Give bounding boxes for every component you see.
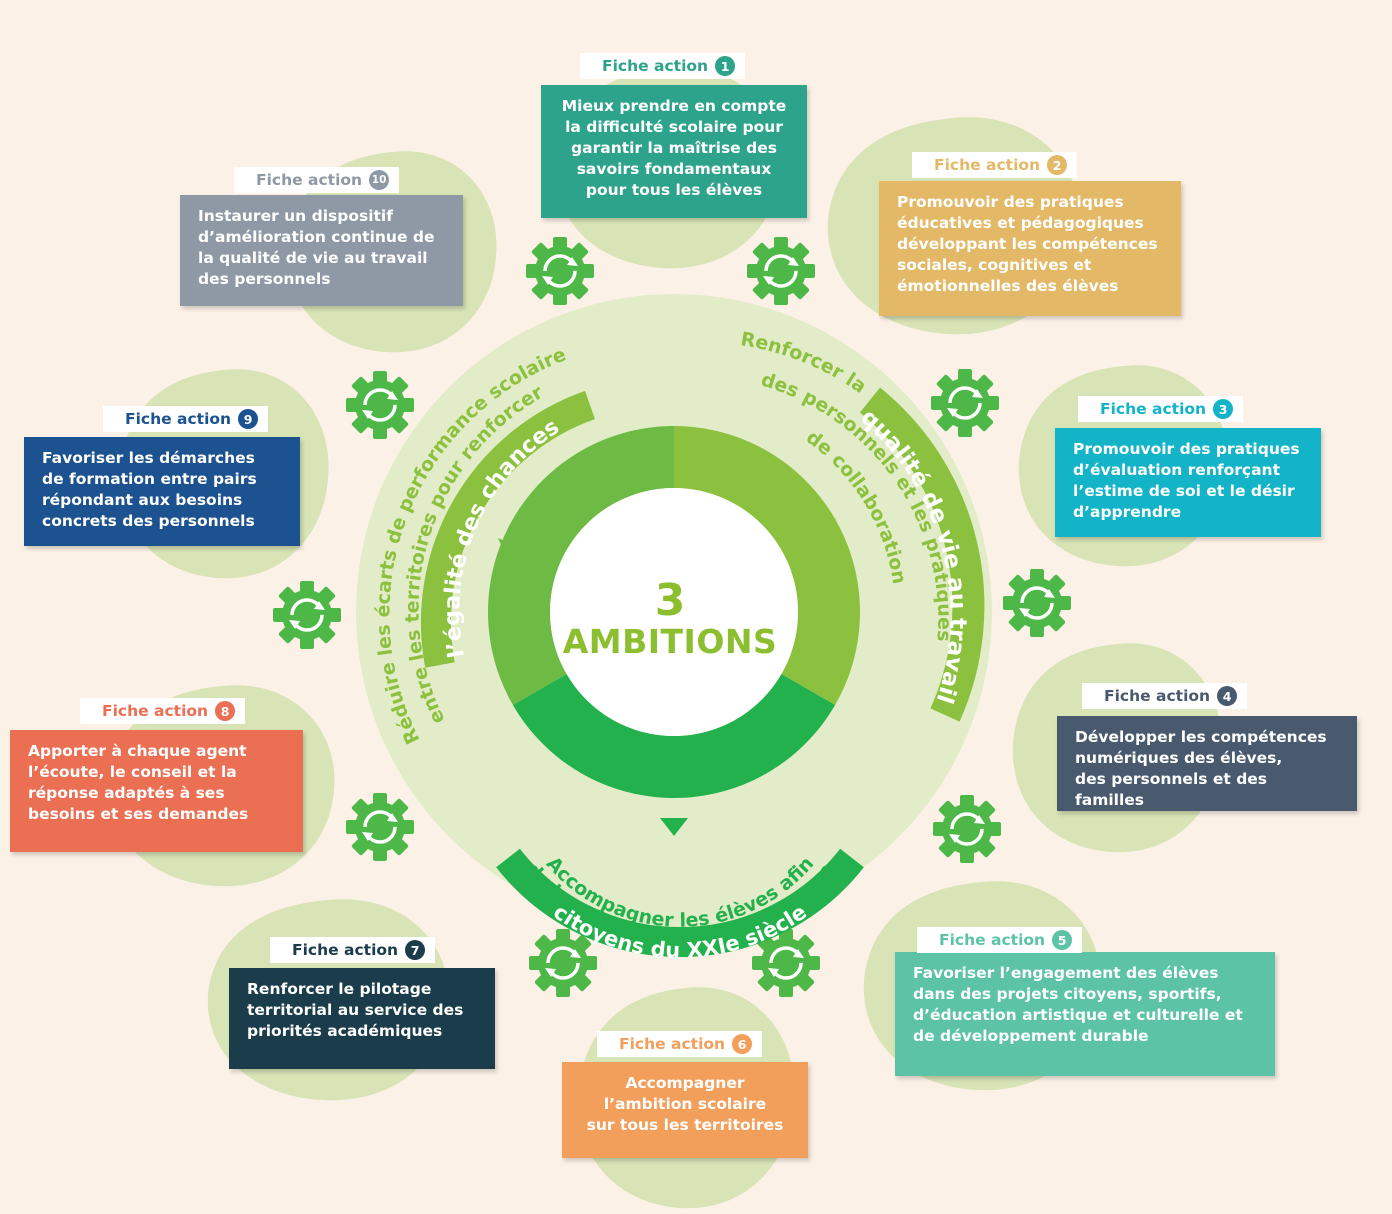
fiche-number-badge: 2	[1047, 155, 1068, 175]
fiche-box-4: Développer les compétences numériques des…	[1057, 716, 1357, 811]
fiche-tag-label: Fiche action	[1104, 687, 1211, 705]
fiche-text-line: des personnels	[198, 270, 331, 288]
fiche-number-badge: 3	[1213, 399, 1234, 419]
fiche-text-line: de formation entre pairs	[42, 470, 257, 488]
fiche-box-2: Promouvoir des pratiques éducatives et pé…	[879, 181, 1181, 316]
fiche-text-line: la qualité de vie au travail	[198, 249, 428, 267]
fiche-text-line: réponse adaptés à ses	[28, 784, 225, 802]
gear-icon	[346, 371, 414, 439]
fiche-text-line: la difficulté scolaire pour	[565, 118, 783, 136]
fiche-text-line: savoirs fondamentaux	[576, 160, 772, 178]
segment-right	[674, 426, 860, 705]
fiche-text-line: d’évaluation renforçant	[1073, 461, 1280, 479]
gear-icon	[752, 929, 820, 997]
fiche-text-line: Développer les compétences	[1075, 728, 1327, 746]
fiche-box-10: Instaurer un dispositif d’amélioration co…	[180, 195, 463, 306]
fiche-text-line: développant les compétences	[897, 235, 1158, 253]
fiche-number-badge: 4	[1217, 686, 1238, 706]
fiche-text-line: numériques des élèves,	[1075, 749, 1283, 767]
fiche-text-line: concrets des personnels	[42, 512, 255, 530]
segment-left	[487, 426, 674, 705]
gear-icon	[273, 581, 341, 649]
center-label: AMBITIONS	[562, 622, 778, 661]
gear-icon	[931, 369, 999, 437]
fiche-text-line: l’ambition scolaire	[603, 1095, 767, 1113]
fiche-tag-2: Fiche action 2	[912, 152, 1078, 178]
segment-pointer	[660, 818, 688, 836]
fiche-tag-9: Fiche action 9	[103, 406, 269, 432]
fiche-text-line: dans des projets citoyens, sportifs,	[913, 985, 1222, 1003]
fiche-text-line: Favoriser l’engagement des élèves	[913, 964, 1219, 982]
fiche-text-line: Promouvoir des pratiques	[897, 193, 1124, 211]
fiche-text-line: Apporter à chaque agent	[28, 742, 247, 760]
fiche-text-line: d’éducation artistique et culturelle et	[913, 1006, 1243, 1024]
fiche-number-badge: 8	[215, 701, 236, 721]
fiche-text-line: des personnels et des familles	[1075, 770, 1268, 809]
fiche-box-3: Promouvoir des pratiques d’évaluation ren…	[1055, 428, 1321, 537]
gear-icon	[1003, 569, 1071, 637]
fiche-tag-label: Fiche action	[934, 156, 1041, 174]
fiche-tag-label: Fiche action	[292, 941, 399, 959]
fiche-text-line: d’apprendre	[1073, 503, 1182, 521]
gear-icon	[747, 237, 815, 305]
fiche-tag-10: Fiche action 10	[234, 167, 400, 193]
fiche-box-7: Renforcer le pilotage territorial au serv…	[229, 968, 495, 1069]
fiche-number-badge: 10	[369, 170, 390, 190]
gear-icon	[346, 793, 414, 861]
segment-pointer	[498, 538, 520, 560]
fiche-box-6: Accompagner l’ambition scolaire sur tous l…	[562, 1062, 808, 1158]
fiche-number-badge: 1	[715, 56, 736, 76]
fiche-text-line: émotionnelles des élèves	[897, 277, 1119, 295]
fiche-text-line: éducatives et pédagogiques	[897, 214, 1144, 232]
fiche-text-line: de développement durable	[913, 1027, 1149, 1045]
fiche-text-line: garantir la maîtrise des	[571, 139, 777, 157]
fiche-text-line: pour tous les élèves	[585, 181, 763, 199]
fiche-text-line: Accompagner	[625, 1074, 745, 1092]
gear-icons	[273, 237, 1071, 997]
gear-icon	[526, 237, 594, 305]
fiche-text-line: Favoriser les démarches	[42, 449, 255, 467]
gear-icon	[529, 929, 597, 997]
fiche-tag-label: Fiche action	[939, 931, 1046, 949]
fiche-number-badge: 5	[1052, 930, 1073, 950]
fiche-text-line: Renforcer le pilotage	[247, 980, 432, 998]
fiche-tag-label: Fiche action	[125, 410, 232, 428]
fiche-number-badge: 9	[238, 409, 259, 429]
fiche-box-1: Mieux prendre en compte la difficulté sco…	[541, 85, 807, 218]
fiche-tag-6: Fiche action 6	[597, 1031, 763, 1057]
gear-icon	[933, 795, 1001, 863]
fiche-text-line: Instaurer un dispositif	[198, 207, 393, 225]
fiche-number-badge: 7	[405, 940, 426, 960]
segment-pointer	[818, 518, 836, 545]
fiche-text-line: l’écoute, le conseil et la	[28, 763, 237, 781]
fiche-tag-label: Fiche action	[1100, 400, 1207, 418]
fiche-text-line: Promouvoir des pratiques	[1073, 440, 1300, 458]
fiche-tag-5: Fiche action 5	[917, 927, 1083, 953]
fiche-tag-label: Fiche action	[619, 1035, 726, 1053]
fiche-text-line: répondant aux besoins	[42, 491, 243, 509]
fiche-tag-1: Fiche action 1	[580, 53, 746, 79]
fiche-text-line: sociales, cognitives et	[897, 256, 1092, 274]
fiche-box-9: Favoriser les démarches de formation entr…	[24, 437, 300, 546]
fiche-number-badge: 6	[732, 1034, 753, 1054]
fiche-text-line: sur tous les territoires	[586, 1116, 784, 1134]
fiche-tag-7: Fiche action 7	[270, 937, 436, 963]
center-title: 3 AMBITIONS	[555, 578, 785, 660]
fiche-text-line: d’amélioration continue de	[198, 228, 435, 246]
fiche-box-8: Apporter à chaque agent l’écoute, le cons…	[10, 730, 303, 852]
center-disc	[550, 488, 798, 736]
fiche-text-line: territorial au service des	[247, 1001, 464, 1019]
fiche-tag-label: Fiche action	[602, 57, 709, 75]
fiche-tag-4: Fiche action 4	[1082, 683, 1248, 709]
fiche-box-5: Favoriser l’engagement des élèves dans de…	[895, 952, 1275, 1076]
fiche-text-line: priorités académiques	[247, 1022, 443, 1040]
fiche-tag-label: Fiche action	[102, 702, 209, 720]
fiche-tag-3: Fiche action 3	[1078, 396, 1244, 422]
fiche-tag-8: Fiche action 8	[80, 698, 246, 724]
fiche-text-line: besoins et ses demandes	[28, 805, 249, 823]
fiche-text-line: l’estime de soi et le désir	[1073, 482, 1295, 500]
fiche-text-line: Mieux prendre en compte	[561, 97, 787, 115]
fiche-tag-label: Fiche action	[256, 171, 363, 189]
center-number: 3	[654, 575, 686, 626]
